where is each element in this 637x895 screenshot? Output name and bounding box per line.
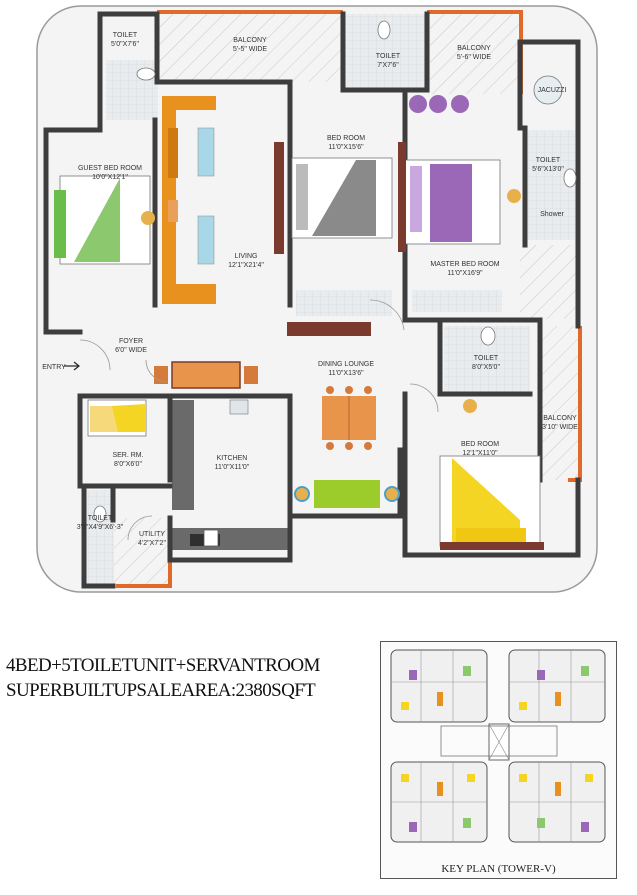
- balcony-right-hatch: [540, 326, 580, 480]
- super-area-caption: SUPERBUILTUPSALEAREA:2380SQFT: [6, 680, 316, 701]
- foyer-name: FOYER: [119, 338, 143, 345]
- toilet5-floor: [84, 490, 114, 586]
- key-plan-units: [390, 649, 606, 843]
- guest-bedroom-size: 10'0"X12'1": [92, 174, 128, 181]
- toilet2-name: TOILET: [376, 53, 401, 60]
- jacuzzi-name: JACUZZI: [538, 87, 567, 94]
- balcony3-size: 3'10" WIDE: [542, 424, 578, 431]
- unit-type-caption: 4BED+5TOILETUNIT+SERVANTROOM: [6, 655, 320, 676]
- balcony1-name: BALCONY: [233, 37, 267, 44]
- guest-bedroom-name: GUEST BED ROOM: [78, 165, 142, 172]
- walls: [43, 11, 581, 589]
- utility-size: 4'2"X7'2": [138, 540, 166, 547]
- toilet1-size: 5'0"X7'6": [111, 41, 139, 48]
- balcony3-name: BALCONY: [543, 415, 577, 422]
- kitchen-hob-2: [203, 529, 219, 547]
- toilet1-name: TOILET: [113, 32, 138, 39]
- toilet4-name: TOILET: [474, 355, 499, 362]
- key-plan-drawing: [390, 649, 606, 843]
- kitchen-sink: [229, 399, 249, 415]
- bedroom2-size: 12'1"X11'0": [462, 450, 498, 457]
- entry-label: ENTRY: [42, 364, 66, 371]
- living-sofa: [162, 96, 216, 304]
- master-bedroom-size: 11'0"X16'9": [447, 270, 483, 277]
- toilet4-size: 8'0"X5'0": [472, 364, 500, 371]
- floor-plan: TOILET 5'0"X7'6" BALCONY 5'-5" WIDE TOIL…: [36, 5, 598, 593]
- key-plan: KEY PLAN (TOWER-V): [380, 641, 617, 879]
- bedroom2-bed: [439, 399, 544, 550]
- key-plan-label: KEY PLAN (TOWER-V): [441, 863, 556, 875]
- toilet3-size: 5'6"X13'0": [532, 166, 564, 173]
- utility-hatch: [113, 518, 171, 584]
- shaft-hatch-1: [520, 245, 576, 319]
- foyer-size: 6'0" WIDE: [115, 347, 147, 354]
- toilet-fixtures: [93, 20, 577, 523]
- master-bedroom-name: MASTER BED ROOM: [430, 261, 499, 268]
- kitchen-name: KITCHEN: [217, 455, 248, 462]
- room-labels: TOILET 5'0"X7'6" BALCONY 5'-5" WIDE TOIL…: [42, 32, 578, 547]
- bedroom2-name: BED ROOM: [461, 441, 499, 448]
- bedroom1-size: 11'0"X15'6": [328, 144, 364, 151]
- balcony-top-right-hatch: [427, 12, 521, 94]
- servant-room-name: SER. RM.: [112, 452, 143, 459]
- dining-table: [294, 386, 400, 508]
- toilet2-size: 7'X7'6": [377, 62, 399, 69]
- servant-bed: [87, 399, 147, 437]
- balcony1-size: 5'-5" WIDE: [233, 46, 267, 53]
- entry-arrow-icon: [64, 361, 80, 371]
- servant-room-size: 8'0"X6'0": [114, 461, 142, 468]
- kitchen-counter: [172, 400, 194, 510]
- dining-name: DINING LOUNGE: [318, 361, 374, 368]
- kitchen-size: 11'0"X11'0": [215, 464, 250, 471]
- guest-bed: [54, 175, 155, 265]
- dining-size: 11'0"X13'6": [328, 370, 364, 377]
- living-name: LIVING: [235, 253, 258, 260]
- bedroom1-bed: [274, 142, 393, 336]
- toilet5-size: 3'6"X4'9"X6'-3": [77, 524, 124, 531]
- master-bed: [398, 95, 521, 312]
- balcony2-size: 5'-6" WIDE: [457, 54, 491, 61]
- bedroom1-name: BED ROOM: [327, 135, 365, 142]
- balcony-top-hatch: [157, 12, 343, 82]
- toilet5-name: TOILET: [88, 515, 113, 522]
- utility-name: UTILITY: [139, 531, 165, 538]
- door-swings: [79, 299, 439, 541]
- living-size: 12'1"X21'4": [228, 262, 264, 269]
- balcony2-name: BALCONY: [457, 45, 491, 52]
- toilet3-name: TOILET: [536, 157, 561, 164]
- shower-name: Shower: [540, 211, 564, 218]
- foyer-console: [154, 361, 258, 389]
- kitchen-counter-bottom: [172, 528, 290, 550]
